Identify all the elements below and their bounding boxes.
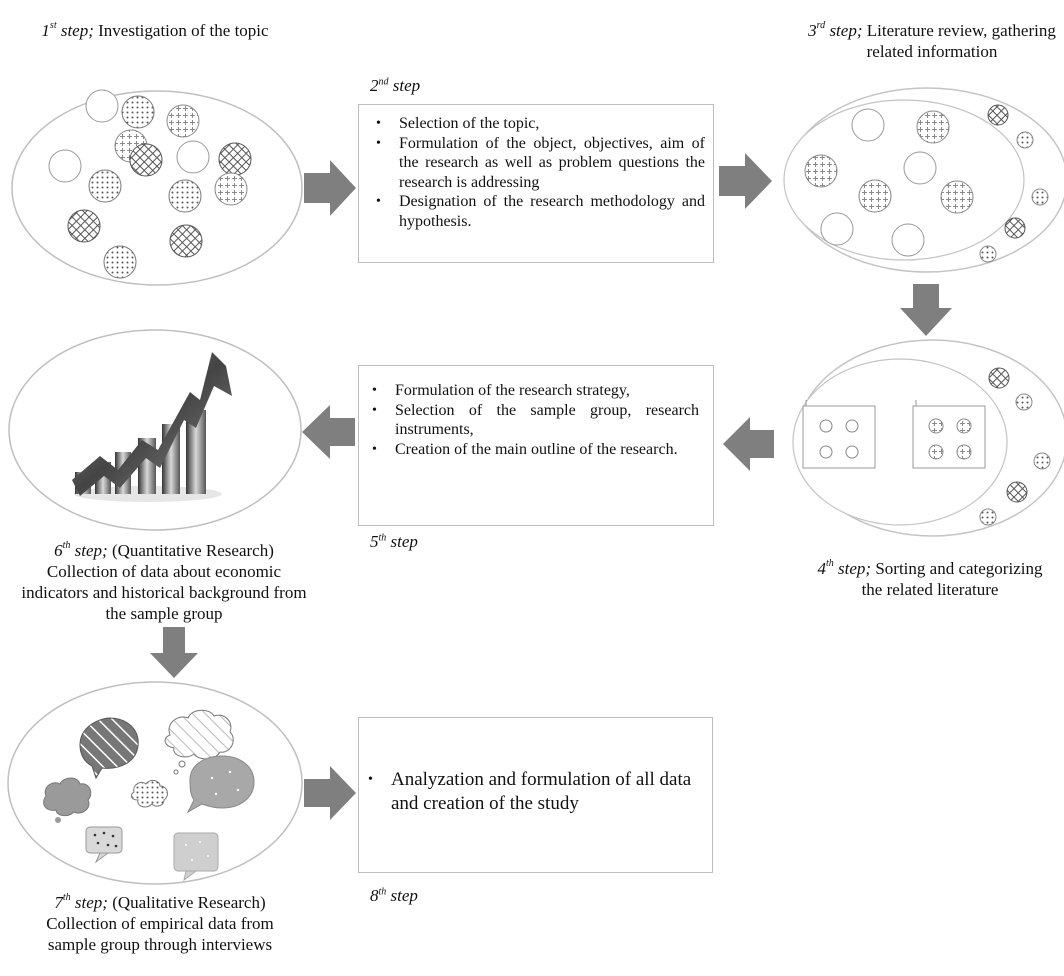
step6-text: Collection of data about economic indica… [21,562,307,623]
arrow-step3-to-step4 [900,284,952,336]
arrow-step7-to-step8 [304,766,356,820]
arrow-step5-to-step6 [302,405,355,459]
arrow-step2-to-step3 [719,153,772,209]
step2-bullet: Selection of the topic, [367,114,705,134]
arrow-step6-to-step7 [150,627,198,678]
step8-bullet: Analyzation and formulation of all data … [359,768,702,816]
step7-caption: 7th step; (Qualitative Research) Collect… [46,892,274,954]
step2-bullet: Formulation of the object, objectives, a… [367,134,705,193]
step8-label: 8th step [370,886,418,905]
step5-bullet: Formulation of the research strategy, [363,381,699,401]
step7-text: Collection of empirical data from sample… [46,914,274,954]
step1-ellipse [11,89,303,286]
step5-bullet: Creation of the main outline of the rese… [363,440,699,460]
arrow-step1-to-step2 [304,160,356,216]
step4-ellipse [792,339,1064,537]
arrow-step4-to-step5 [723,417,774,471]
step1-text: Investigation of the topic [98,21,269,40]
step3-ellipse [783,87,1064,273]
step6-ellipse [8,329,302,531]
step2-label: 2nd step [370,76,421,95]
step4-text: Sorting and categorizing the related lit… [861,559,1043,599]
step5-bullet: Selection of the sample group, research … [363,401,699,440]
step7-ellipse [7,681,303,885]
growth-chart-graphic [72,352,232,502]
step3-text: Literature review, gathering related inf… [866,21,1056,61]
step6-caption: 6th step; (Quantitative Research) Collec… [21,540,307,623]
step2-bullet: Designation of the research methodology … [367,192,705,231]
step1-caption: 1st step; Investigation of the topic [41,20,269,40]
step8-box: Analyzation and formulation of all data … [358,717,713,873]
step5-box: Formulation of the research strategy, Se… [358,365,714,526]
step3-caption: 3rd step; Literature review, gathering r… [808,20,1056,61]
step5-label: 5th step [370,532,418,551]
step4-caption: 4th step; Sorting and categorizing the r… [817,558,1043,599]
step2-box: Selection of the topic, Formulation of t… [358,104,714,263]
